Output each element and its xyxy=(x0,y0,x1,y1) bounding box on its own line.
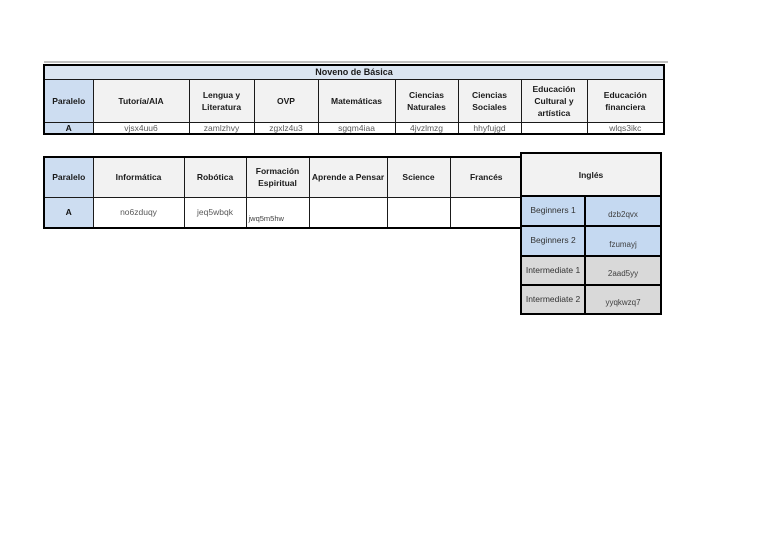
code-ciencias-naturales: 4jvzlmzg xyxy=(394,122,459,135)
table-top-rule xyxy=(44,61,668,63)
level-label-intermediate-1: Intermediate 1 xyxy=(520,255,586,286)
code-science xyxy=(386,196,451,229)
header-ovp: OVP xyxy=(253,79,319,123)
code-formacion-espiritual: jwq5m5hw xyxy=(245,196,310,229)
header-informatica: Informática xyxy=(92,156,185,198)
header-science: Science xyxy=(386,156,451,198)
header-matematicas: Matemáticas xyxy=(317,79,396,123)
level-label-beginners-2: Beginners 2 xyxy=(520,225,586,257)
header-ciencias-naturales: Ciencias Naturales xyxy=(394,79,459,123)
header-frances: Francés xyxy=(449,156,524,198)
header-paralelo-2: Paralelo xyxy=(43,156,94,198)
code-educacion-financiera: wlqs3ikc xyxy=(586,122,665,135)
noveno-de-basica-table: Noveno de Básica Paralelo Tutoría/AIA Le… xyxy=(43,64,666,135)
code-aprende-a-pensar xyxy=(308,196,388,229)
header-robotica: Robótica xyxy=(183,156,247,198)
header-formacion-espiritual: Formación Espiritual xyxy=(245,156,310,198)
code-frances xyxy=(449,196,524,229)
header-ingles: Inglés xyxy=(520,152,662,197)
code-robotica: jeq5wbqk xyxy=(183,196,247,229)
code-ciencias-sociales: hhyfujgd xyxy=(457,122,522,135)
level-code-intermediate-1: 2aad5yy xyxy=(584,255,662,286)
paralelo-a-cell: A xyxy=(43,122,94,135)
table-title: Noveno de Básica xyxy=(43,64,665,80)
code-matematicas: sgqm4iaa xyxy=(317,122,396,135)
header-lengua-literatura: Lengua y Literatura xyxy=(188,79,255,123)
level-code-beginners-2: fzumayj xyxy=(584,225,662,257)
code-educacion-cultural xyxy=(520,122,588,135)
level-label-beginners-1: Beginners 1 xyxy=(520,195,586,227)
header-educacion-financiera: Educación financiera xyxy=(586,79,665,123)
level-code-intermediate-2: yyqkwzq7 xyxy=(584,284,662,315)
code-informatica: no6zduqy xyxy=(92,196,185,229)
header-aprende-a-pensar: Aprende a Pensar xyxy=(308,156,388,198)
code-ovp: zgxlz4u3 xyxy=(253,122,319,135)
especiales-table: Paralelo Informática Robótica Formación … xyxy=(43,156,524,229)
paralelo-a-cell-2: A xyxy=(43,196,94,229)
header-ciencias-sociales: Ciencias Sociales xyxy=(457,79,522,123)
level-code-beginners-1: dzb2qvx xyxy=(584,195,662,227)
code-lengua: zamlzhvy xyxy=(188,122,255,135)
level-label-intermediate-2: Intermediate 2 xyxy=(520,284,586,315)
header-paralelo: Paralelo xyxy=(43,79,94,123)
header-educacion-cultural: Educación Cultural y artística xyxy=(520,79,588,123)
code-tutoria: vjsx4uu6 xyxy=(92,122,190,135)
header-tutoria-aia: Tutoría/AIA xyxy=(92,79,190,123)
ingles-levels-table: Inglés Beginners 1 dzb2qvx Beginners 2 f… xyxy=(520,152,662,315)
